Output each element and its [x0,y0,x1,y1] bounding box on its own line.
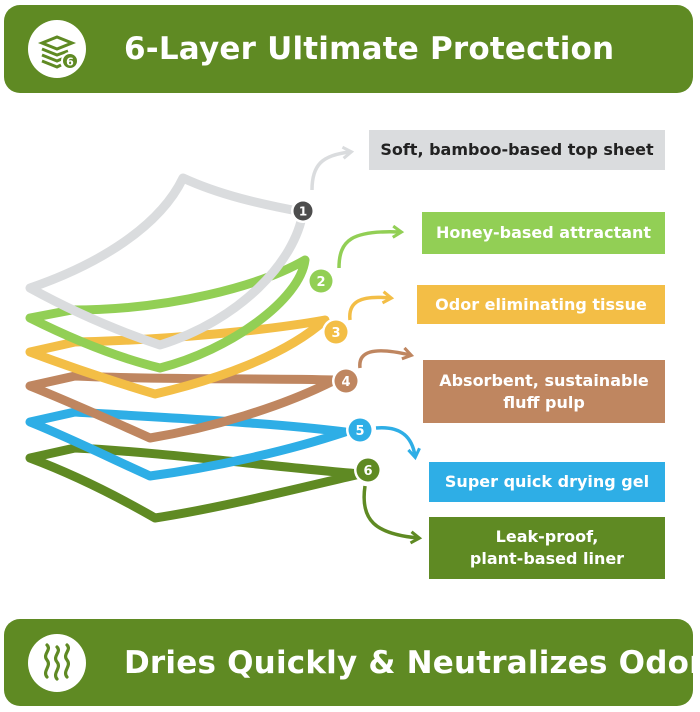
layer-6-badge: 6 [354,456,382,484]
layer-2-badge: 2 [307,267,335,295]
odor-waves-icon [28,633,86,692]
layer-5-badge: 5 [346,416,374,444]
layer-2-label: Honey-based attractant [422,212,665,254]
layer-3-badge: 3 [322,318,350,346]
layer-6-number: 6 [363,464,372,479]
layer-2-arrow [337,224,405,269]
layer-1-number: 1 [299,205,307,219]
layers-stack-icon: 6 [28,20,86,78]
layer-6-sheet [25,443,365,523]
footer-title: Dries Quickly & Neutralizes Odors [124,644,700,681]
footer-banner: Dries Quickly & Neutralizes Odors [4,619,700,706]
layer-4-label: Absorbent, sustainable fluff pulp [423,360,665,423]
layer-1-label: Soft, bamboo-based top sheet [369,130,665,170]
layer-5-arrow [375,426,421,461]
layer-5-label: Super quick drying gel [429,462,665,502]
layer-5-sheet [25,407,350,481]
layer-5-number: 5 [355,424,364,439]
layer-3-label: Odor eliminating tissue [417,285,665,324]
layer-2-number: 2 [316,275,325,290]
layer-4-arrow [358,346,415,369]
layer-1-arrow [310,145,355,191]
layer-4-badge: 4 [332,367,360,395]
layer-4-sheet [25,371,340,443]
layer-1-badge: 1 [291,199,315,223]
layer-3-number: 3 [331,326,340,341]
layer-3-arrow [348,290,395,321]
layer-6-label: Leak-proof, plant-based liner [429,517,665,579]
header-banner: 6 6-Layer Ultimate Protection [4,5,693,93]
layer-6-arrow [362,485,423,545]
page-title: 6-Layer Ultimate Protection [124,31,615,67]
layer-2-sheet [25,255,310,373]
layer-4-number: 4 [341,375,350,390]
layers-badge-number: 6 [66,56,74,69]
